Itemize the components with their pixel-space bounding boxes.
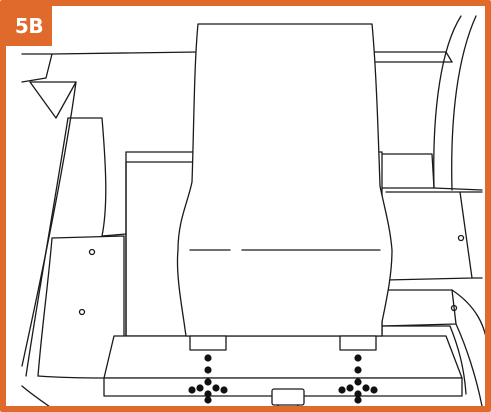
mounting-plate (103, 335, 463, 406)
screw-hole (457, 234, 465, 242)
screw-hole (78, 308, 86, 316)
seat-foot-left (189, 335, 227, 351)
right-side-panel (381, 15, 485, 406)
screw-hole (450, 304, 458, 312)
alignment-dots-right (338, 354, 378, 404)
step-badge: 5B (6, 6, 52, 46)
seat-shell (176, 23, 393, 351)
screw-hole (88, 248, 96, 256)
latch (271, 388, 305, 406)
seat-foot-right (339, 335, 377, 351)
left-side-panel (21, 53, 127, 406)
alignment-dots-left (188, 354, 228, 404)
assembly-diagram (21, 15, 485, 406)
